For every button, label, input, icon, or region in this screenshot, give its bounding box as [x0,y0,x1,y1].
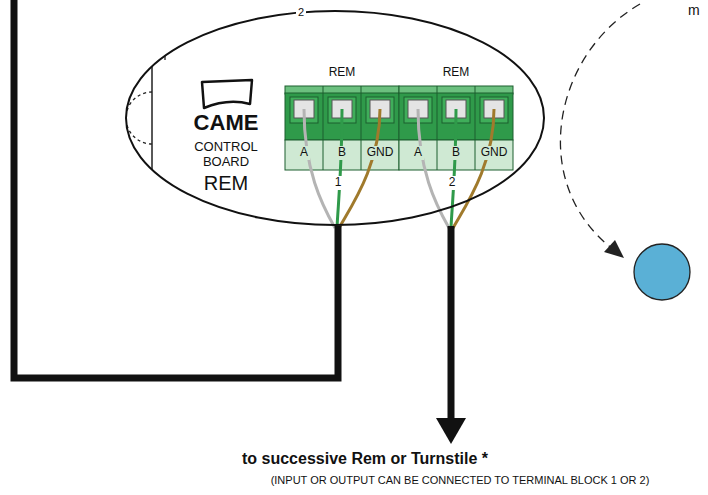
callout-number: 2 [296,6,306,19]
board-name: CONTROL BOARD [181,140,271,170]
zoom-outline [126,11,544,225]
block-name: REM [285,66,399,80]
note-title: to successive Rem or Turnstile * [242,450,488,468]
block-name: REM [399,66,513,80]
zoom-ellipse: CAMECONTROL BOARDREMREMABGNDREMABGND [125,10,545,226]
wire [337,109,342,228]
terminal-graphics [437,86,438,170]
wire [451,109,456,228]
terminal-graphics [361,86,362,170]
callout-arrow [634,244,690,300]
terminal-number: 2 [447,176,458,190]
pin-name: B [450,146,462,160]
terminal-graphics [285,86,513,170]
board-detail [164,0,165,60]
callout-arrow [604,240,624,258]
wire [453,109,494,228]
pin-name: A [412,146,424,160]
cable [14,0,338,378]
pin-name: A [298,146,310,160]
terminal-block: REM A B GND [285,62,399,174]
wire [339,109,380,228]
pin-name: GND [365,146,396,160]
board-detail [90,55,152,185]
cable [436,418,466,444]
callout-arrow [560,4,690,300]
cable [448,226,455,420]
partial-label: m [688,2,700,18]
terminal-number: 1 [333,176,344,190]
zoom-outline [125,10,545,226]
zoom-ground [125,10,545,226]
board-detail [202,80,252,108]
cable [14,0,466,444]
note-text: (INPUT OR OUTPUT CAN BE CONNECTED TO TER… [271,474,650,487]
pin-name: B [336,146,348,160]
pin-name: GND [479,146,510,160]
wire [304,109,335,228]
terminal-block: REM A B GND [399,62,513,174]
wire [304,109,494,228]
terminal-graphics [323,86,324,170]
brand-name: CAME [181,110,271,135]
terminal-graphics [475,86,476,170]
callout-arrow [560,4,640,250]
board-label: REM [181,172,271,195]
